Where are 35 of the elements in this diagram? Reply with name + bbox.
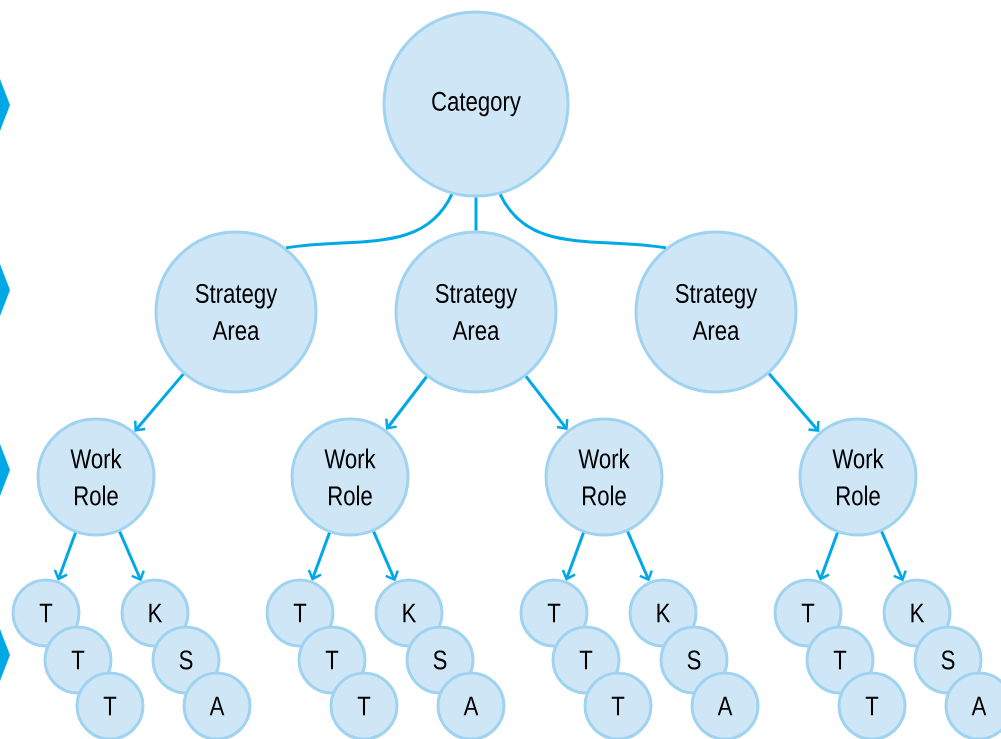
arrow — [372, 531, 399, 582]
circle-node: T — [11, 578, 81, 648]
arrow — [815, 532, 839, 581]
circle-node: A — [690, 671, 760, 739]
circle-node: A — [944, 671, 1001, 739]
circle-node: T — [837, 671, 907, 739]
arrow — [561, 532, 585, 581]
connector-line — [498, 193, 667, 250]
circle-node: T — [583, 671, 653, 739]
arrow — [307, 532, 331, 581]
arrow — [524, 375, 569, 430]
arrow — [118, 531, 145, 582]
arrow — [134, 373, 185, 432]
arrow — [626, 531, 653, 582]
circle-node: Work Role — [544, 417, 664, 537]
circle-node: A — [182, 671, 252, 739]
circle-node: Strategy Area — [634, 230, 798, 394]
circle-node: T — [265, 578, 335, 648]
circle-node: T — [773, 578, 843, 648]
connector-line — [285, 193, 454, 250]
arrow — [880, 531, 907, 582]
circle-node: T — [329, 671, 399, 739]
circle-node: Work Role — [798, 417, 918, 537]
arrow — [385, 375, 428, 430]
circle-node: Category — [382, 10, 570, 198]
circle-node: Work Role — [36, 417, 156, 537]
circle-node: Work Role — [290, 417, 410, 537]
circle-node: Strategy Area — [394, 230, 558, 394]
arrow — [768, 372, 820, 432]
circle-node: T — [75, 671, 145, 739]
circle-node: Strategy Area — [154, 230, 318, 394]
connector-line — [474, 197, 478, 231]
circle-node: A — [436, 671, 506, 739]
circle-node: T — [519, 578, 589, 648]
arrow — [53, 532, 77, 581]
